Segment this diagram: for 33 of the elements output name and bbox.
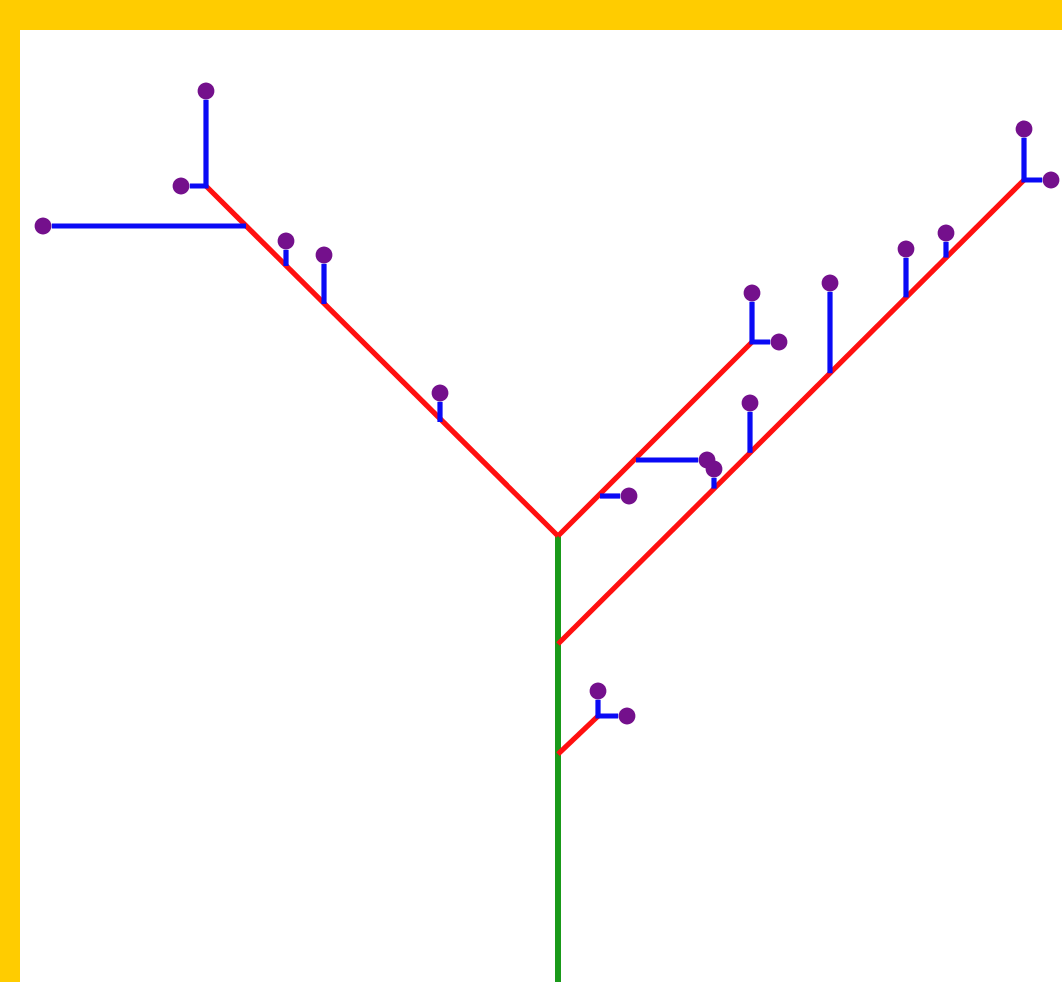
- twig-line: [903, 257, 909, 298]
- twig-line: [437, 401, 443, 422]
- end-dot: [277, 232, 295, 250]
- twig-line: [321, 263, 327, 304]
- end-dot: [34, 217, 52, 235]
- end-dot: [743, 284, 761, 302]
- twig-line: [600, 493, 621, 499]
- end-dot: [741, 394, 759, 412]
- twig-line: [747, 411, 753, 453]
- end-dot: [1042, 171, 1060, 189]
- end-dot: [315, 246, 333, 264]
- twig-line: [749, 301, 771, 345]
- twig-line: [189, 99, 209, 189]
- end-dot: [705, 460, 723, 478]
- end-dot: [589, 682, 607, 700]
- end-dot: [197, 82, 215, 100]
- end-dot: [1015, 120, 1033, 138]
- twig-line: [283, 249, 289, 266]
- twig-line: [51, 223, 246, 229]
- end-dot: [620, 487, 638, 505]
- twig-line: [943, 241, 949, 258]
- twig-line: [595, 699, 619, 719]
- twig-line: [1021, 137, 1043, 183]
- twig-line: [711, 477, 717, 489]
- end-dot: [897, 240, 915, 258]
- twig-line: [827, 291, 833, 374]
- end-dot: [821, 274, 839, 292]
- end-dot: [770, 333, 788, 351]
- end-dot: [431, 384, 449, 402]
- end-dot: [937, 224, 955, 242]
- end-dot: [618, 707, 636, 725]
- twig-line: [636, 457, 699, 463]
- end-dot: [172, 177, 190, 195]
